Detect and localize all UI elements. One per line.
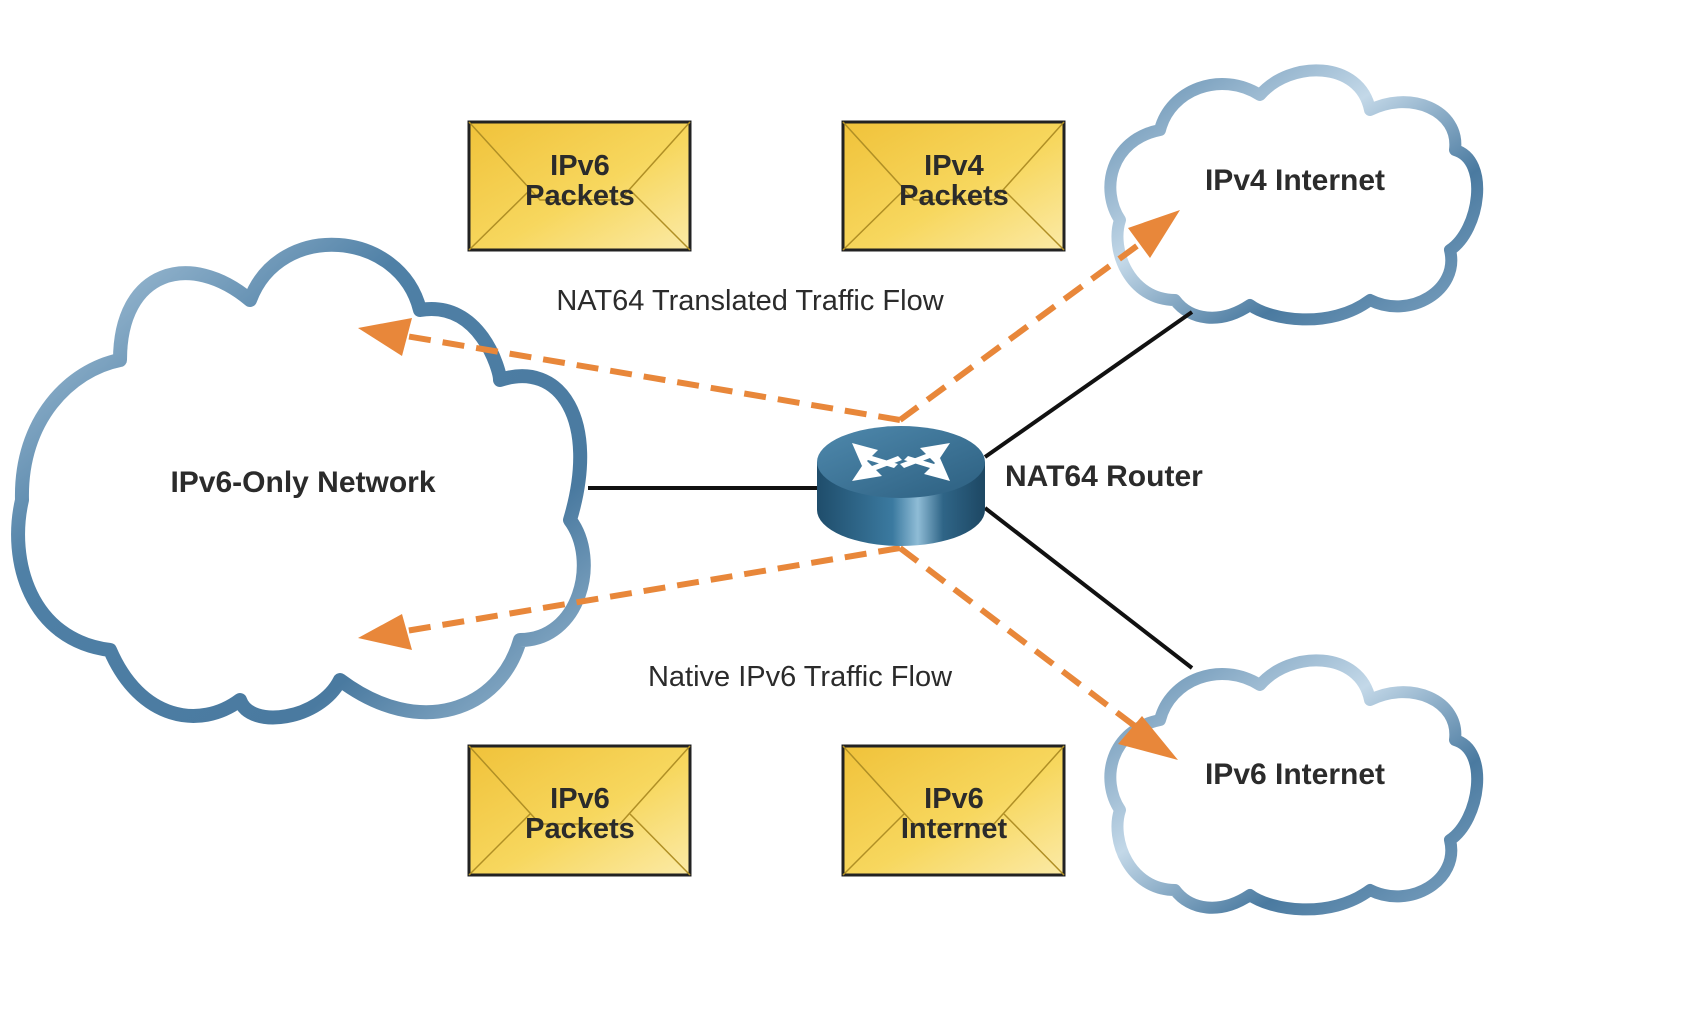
translated-flow-label: NAT64 Translated Traffic Flow	[556, 285, 944, 317]
nat64-router: NAT64 Router	[817, 426, 1203, 546]
native-flow-label: Native IPv6 Traffic Flow	[648, 661, 953, 693]
envelope-line2: Packets	[525, 813, 635, 845]
envelope-line2: Packets	[899, 180, 1009, 212]
ipv6-only-network-cloud: IPv6-Only Network	[11, 237, 591, 725]
ipv6-internet-label: IPv6 Internet	[1205, 758, 1385, 791]
router-arrows-icon	[852, 443, 950, 481]
cloud-outline	[1104, 64, 1484, 326]
translated-flow-to-ipv6-only	[399, 332, 901, 423]
ipv6-internet-cloud: IPv6 Internet	[1104, 654, 1484, 916]
link-router-to-ipv6-internet	[983, 506, 1194, 670]
envelope-bottom-right: IPv6 Internet	[841, 744, 1066, 877]
ipv4-internet-label: IPv4 Internet	[1205, 164, 1385, 197]
envelope-top-left: IPv6 Packets	[467, 120, 692, 252]
native-flow-to-ipv6-internet	[898, 545, 1142, 733]
ipv6-only-network-label: IPv6-Only Network	[170, 466, 435, 499]
envelope-bottom-left: IPv6 Packets	[467, 744, 692, 877]
arrowhead-up-right	[1128, 210, 1180, 258]
nat64-router-label: NAT64 Router	[1005, 460, 1203, 493]
ipv4-internet-cloud: IPv4 Internet	[1104, 64, 1484, 326]
router-top	[817, 426, 985, 498]
envelope-line1: IPv6	[550, 150, 610, 182]
translated-flow-to-ipv4-internet	[898, 237, 1147, 423]
envelope-top-right: IPv4 Packets	[841, 120, 1066, 252]
arrowhead-left-top	[358, 318, 412, 356]
cloud-outline	[1104, 654, 1484, 916]
envelope-line1: IPv4	[924, 150, 984, 182]
envelope-line2: Packets	[525, 180, 635, 212]
arrowhead-down-right	[1118, 716, 1178, 760]
envelope-line1: IPv6	[550, 783, 610, 815]
native-flow-to-ipv6-only	[399, 545, 901, 635]
envelope-line1: IPv6	[924, 783, 984, 815]
flow-arrows	[399, 237, 1147, 733]
envelope-line2: Internet	[901, 813, 1008, 845]
link-router-to-ipv4-internet	[983, 310, 1194, 459]
network-links	[588, 310, 1194, 670]
cloud-outline	[11, 237, 591, 725]
arrowhead-left-bottom	[358, 614, 412, 650]
arrow-heads	[358, 210, 1180, 760]
